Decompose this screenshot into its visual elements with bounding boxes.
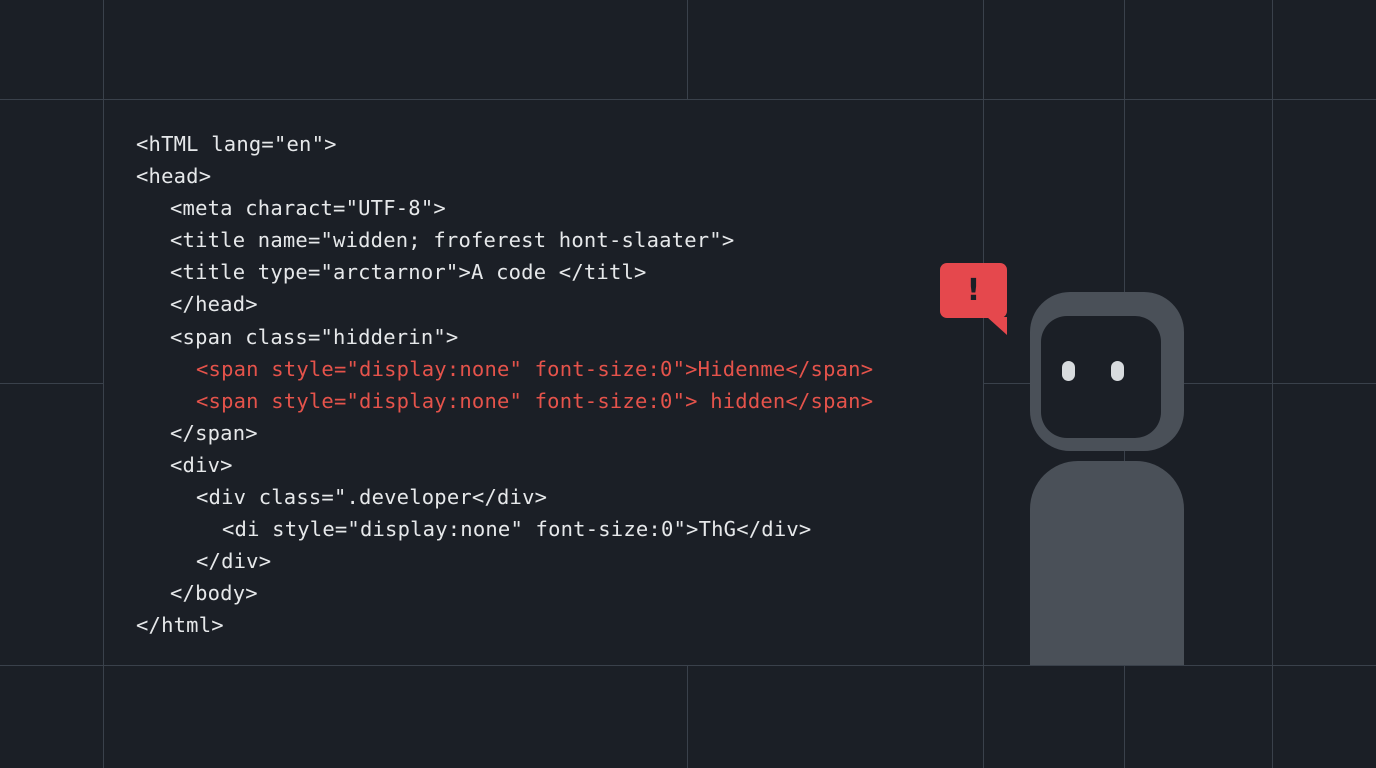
grid-line bbox=[1272, 0, 1273, 768]
grid-line bbox=[983, 0, 984, 768]
robot-eye-right bbox=[1111, 361, 1124, 381]
code-line: <span style="display:none" font-size:0">… bbox=[196, 388, 874, 413]
code-line: </div> bbox=[196, 549, 272, 574]
code-line: <span style="display:none" font-size:0">… bbox=[196, 356, 874, 381]
code-line: <title type="arctarnor">A code </titl> bbox=[170, 260, 647, 285]
code-snippet: <hTML lang="en"> <head> <meta charact="UTF… bbox=[136, 128, 873, 642]
code-line: <span class="hidderin"> bbox=[170, 324, 459, 349]
grid-line bbox=[0, 665, 1376, 666]
robot-face bbox=[1041, 316, 1161, 438]
robot-body bbox=[1030, 461, 1184, 665]
code-line: <div> bbox=[170, 452, 233, 477]
grid-line bbox=[0, 99, 1376, 100]
code-line: </span> bbox=[170, 420, 258, 445]
robot-eye-left bbox=[1062, 361, 1075, 381]
code-line: <title name="widden; froferest hont-slaa… bbox=[170, 228, 735, 253]
code-line: </body> bbox=[170, 581, 258, 606]
grid-line bbox=[0, 383, 103, 384]
grid-line bbox=[687, 0, 688, 99]
code-line: <head> bbox=[136, 164, 212, 189]
code-line: </head> bbox=[170, 292, 258, 317]
code-line: <hTML lang="en"> bbox=[136, 132, 337, 156]
warning-badge: ! bbox=[940, 263, 1007, 335]
grid-line bbox=[103, 0, 104, 768]
code-line: <di style="display:none" font-size:0">Th… bbox=[222, 517, 812, 542]
robot-head bbox=[1030, 292, 1184, 451]
exclamation-icon: ! bbox=[966, 273, 981, 308]
code-line: </html> bbox=[136, 613, 224, 638]
code-line: <div class=".developer</div> bbox=[196, 485, 548, 510]
grid-line bbox=[687, 665, 688, 768]
code-line: <meta charact="UTF-8"> bbox=[170, 196, 446, 221]
